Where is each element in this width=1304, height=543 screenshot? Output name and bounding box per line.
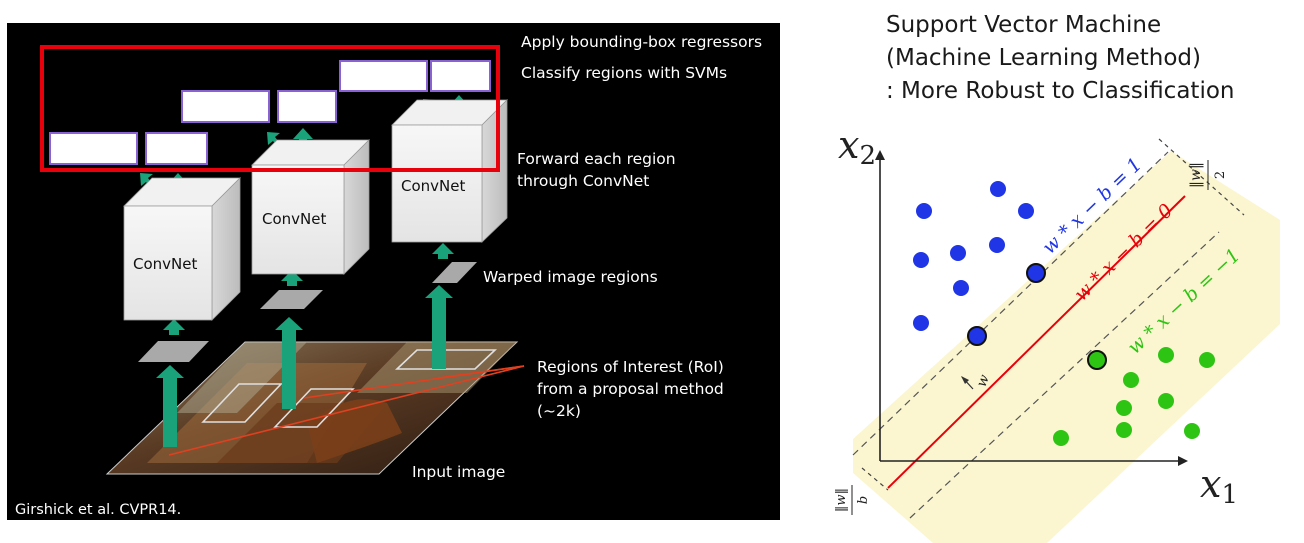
- convnet-cube-1: [123, 177, 241, 321]
- rcnn-diagram-graphic: [40, 45, 525, 475]
- bbox-reg-label-3: Bbox reg: [346, 67, 413, 85]
- warped-plates: [138, 262, 477, 362]
- normal-vector-label: w: [974, 373, 993, 390]
- upper-margin-line: [852, 151, 1169, 456]
- svms-label-1: SVMs: [154, 140, 195, 158]
- svm-title-line3: : More Robust to Classification: [886, 78, 1235, 104]
- roi-pointers: [168, 365, 525, 456]
- normal-vector: [961, 376, 974, 390]
- margin-band: [853, 151, 1280, 543]
- convnet-cube-2: [251, 139, 370, 275]
- blue-points: [913, 181, 1046, 346]
- margin-dimension-line: [1158, 138, 1245, 216]
- highlight-frame: [40, 45, 500, 172]
- forward-label-line1: Forward each region: [517, 150, 676, 168]
- normal-vector-arrowhead: [961, 376, 969, 384]
- input-image: [105, 341, 519, 475]
- y-axis-arrowhead: [875, 150, 885, 160]
- warped-label: Warped image regions: [483, 268, 658, 286]
- classify-label: Classify regions with SVMs: [521, 64, 728, 82]
- bbox-reg-label-1: Bbox reg: [56, 140, 123, 158]
- lower-margin-line: [909, 231, 1220, 519]
- citation: Girshick et al. CVPR14.: [15, 502, 182, 518]
- svm-title-line2: (Machine Learning Method): [886, 45, 1201, 71]
- svm-title-line1: Support Vector Machine: [886, 12, 1162, 38]
- convnet-label-3: ConvNet: [401, 177, 466, 195]
- forward-label-line2: through ConvNet: [517, 172, 650, 190]
- output-boxes: [49, 60, 491, 165]
- green-points: [1053, 347, 1215, 446]
- lower-line-equation: w * x − b = −1: [1123, 244, 1244, 358]
- roi-label-line3: (~2k): [537, 402, 581, 420]
- svg-text:b: b: [856, 496, 871, 504]
- decision-boundary: [887, 195, 1186, 489]
- center-line-equation: w * x − b = 0: [1070, 200, 1177, 306]
- roi-label-line2: from a proposal method: [537, 380, 724, 398]
- bbox-reg-label-2: Bbox reg: [188, 98, 255, 116]
- svg-text:‖w‖: ‖w‖: [1188, 162, 1204, 188]
- offset-fraction: ‖w‖ b: [834, 485, 871, 515]
- svg-text:2: 2: [1213, 171, 1228, 179]
- apply-bbox-label: Apply bounding-box regressors: [521, 33, 763, 51]
- input-image-label: Input image: [412, 463, 506, 481]
- roi-outlines: [201, 349, 498, 428]
- x2-axis-label: x2: [838, 123, 876, 171]
- upper-line-equation: w * x − b = 1: [1038, 153, 1146, 258]
- x-axis-arrowhead: [1178, 456, 1188, 466]
- svms-label-3: SVMs: [438, 67, 479, 85]
- svms-label-2: SVMs: [285, 98, 326, 116]
- roi-label-line1: Regions of Interest (RoI): [537, 358, 724, 376]
- margin-width-fraction: ‖w‖ 2: [1188, 160, 1228, 190]
- convnet-label-1: ConvNet: [133, 255, 198, 273]
- svg-text:‖w‖: ‖w‖: [834, 488, 849, 512]
- offset-dimension-line: [861, 467, 889, 491]
- convnet-label-2: ConvNet: [262, 210, 327, 228]
- rcnn-diagram: Bbox reg SVMs Bbox reg SVMs Bbox reg SVM…: [7, 23, 780, 520]
- x1-axis-label: x1: [1200, 462, 1238, 510]
